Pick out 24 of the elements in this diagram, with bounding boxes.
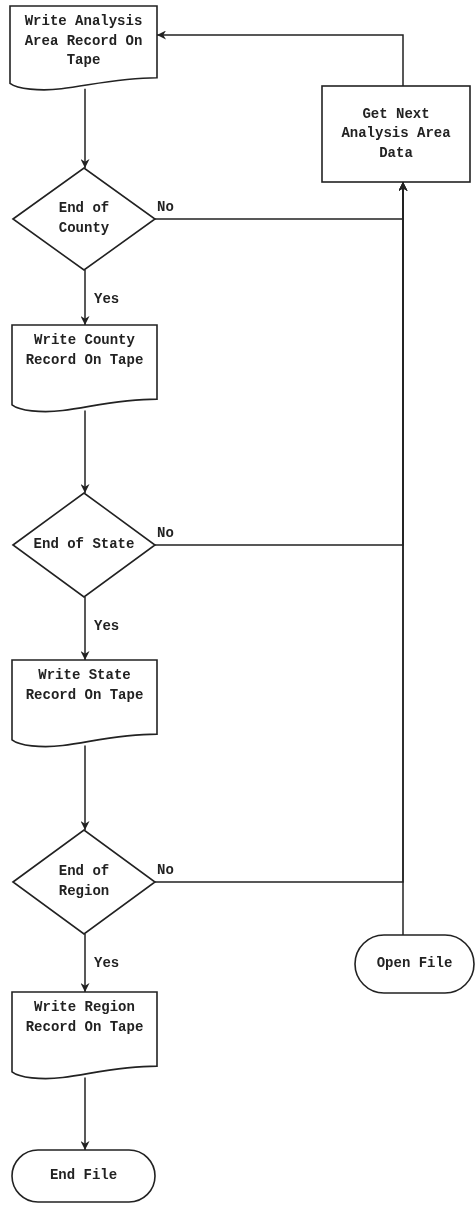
arrow — [80, 744, 90, 831]
process-box — [322, 86, 470, 182]
node-text: Write Region Record On Tape — [24, 998, 145, 1037]
terminal-shape — [12, 1150, 155, 1202]
decision-diamond — [13, 830, 155, 934]
node-text: Write State Record On Tape — [24, 666, 145, 705]
node-text: Write County Record On Tape — [24, 331, 145, 370]
node-text: End of State — [33, 535, 135, 555]
node-text: End of Region — [57, 862, 111, 901]
node-text: End of County — [57, 199, 111, 238]
node-text: End File — [49, 1166, 118, 1186]
arrow — [398, 181, 408, 936]
node-text: Open File — [376, 954, 453, 974]
arrow — [80, 596, 90, 661]
arrow — [80, 88, 90, 169]
node-text: Get Next Analysis Area Data — [340, 104, 452, 163]
decision-diamond — [13, 493, 155, 597]
terminal-shape — [355, 935, 474, 993]
arrow — [80, 269, 90, 326]
decision-diamond — [13, 168, 155, 270]
node-text: Write Analysis Area Record On Tape — [23, 12, 144, 71]
arrow — [80, 933, 90, 993]
arrow — [80, 1076, 90, 1151]
arrow — [80, 409, 90, 494]
